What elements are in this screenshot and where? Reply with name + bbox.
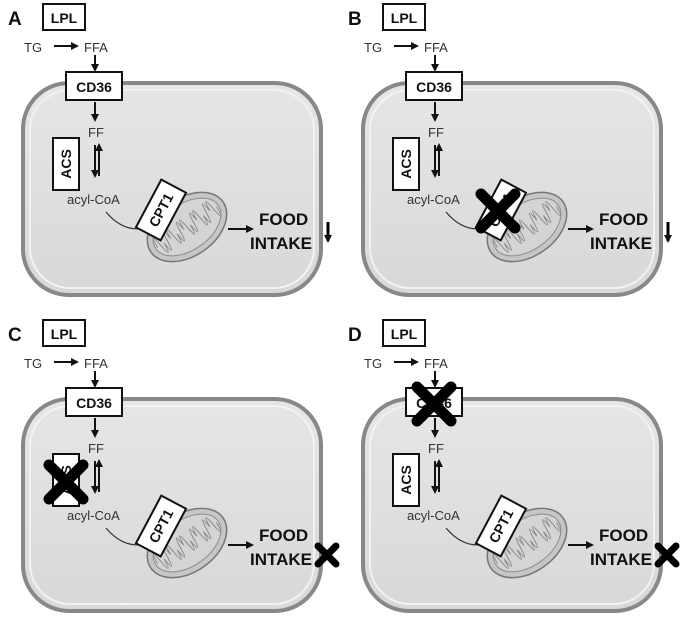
lpl-label: LPL	[391, 10, 418, 26]
lpl-box	[42, 3, 86, 31]
tg-label: TG	[24, 40, 42, 55]
cell-highlight	[29, 405, 315, 605]
mito-cristae	[492, 517, 562, 569]
acs-box	[392, 137, 420, 191]
cd36-label: CD36	[76, 395, 112, 411]
mito-cristae	[152, 517, 222, 569]
intake-label: INTAKE	[250, 550, 312, 569]
acs-label: ACS	[398, 149, 414, 179]
food-label: FOOD	[259, 526, 308, 545]
mito-cristae	[492, 201, 562, 253]
tg-label: TG	[364, 40, 382, 55]
ffa-label: FFA	[424, 356, 448, 371]
ffa-label: FFA	[424, 40, 448, 55]
cd36-label: CD36	[76, 79, 112, 95]
food-label: FOOD	[599, 526, 648, 545]
cell-highlight	[29, 89, 315, 289]
acs-box	[392, 453, 420, 507]
no-effect-stroke-2	[314, 542, 340, 568]
acs-box	[52, 137, 80, 191]
acs-blocked-x-stroke-2	[43, 459, 89, 505]
cpt1-box	[134, 494, 188, 558]
acs-label: ACS	[58, 149, 74, 179]
panel-label: C	[8, 325, 22, 346]
ff-label: FF	[88, 441, 104, 456]
acyl-coa-label: acyl-CoA	[407, 192, 460, 207]
lpl-label: LPL	[51, 326, 78, 342]
food-label: FOOD	[259, 210, 308, 229]
lpl-label: LPL	[51, 10, 78, 26]
panel-label: B	[348, 9, 362, 30]
ffa-label: FFA	[84, 356, 108, 371]
food-intake-no-effect-mark	[654, 542, 680, 568]
acyl-coa-label: acyl-CoA	[67, 192, 120, 207]
intake-label: INTAKE	[590, 550, 652, 569]
cd36-blocked-x	[411, 381, 457, 427]
cpt1-blocked-x	[475, 188, 521, 234]
cd36-blocked-x-stroke-2	[411, 381, 457, 427]
cd36-label: CD36	[416, 79, 452, 95]
food-intake-no-effect-mark	[314, 542, 340, 568]
ff-label: FF	[428, 125, 444, 140]
panel-label: D	[348, 325, 362, 346]
cell-highlight	[369, 89, 655, 289]
mito-cristae	[152, 201, 222, 253]
food-label: FOOD	[599, 210, 648, 229]
tg-label: TG	[364, 356, 382, 371]
cd36-box	[405, 71, 463, 101]
intake-label: INTAKE	[250, 234, 312, 253]
ff-label: FF	[88, 125, 104, 140]
cpt1-blocked-x-stroke-2	[475, 188, 521, 234]
cpt1-box	[134, 178, 188, 242]
lpl-label: LPL	[391, 326, 418, 342]
no-effect-stroke-2	[654, 542, 680, 568]
ffa-label: FFA	[84, 40, 108, 55]
intake-label: INTAKE	[590, 234, 652, 253]
lpl-box	[382, 3, 426, 31]
panel-label: A	[8, 9, 22, 30]
cd36-box	[65, 71, 123, 101]
ff-label: FF	[428, 441, 444, 456]
lpl-box	[42, 319, 86, 347]
cd36-box	[65, 387, 123, 417]
acyl-coa-label: acyl-CoA	[67, 508, 120, 523]
lpl-box	[382, 319, 426, 347]
acyl-coa-label: acyl-CoA	[407, 508, 460, 523]
tg-label: TG	[24, 356, 42, 371]
acs-label: ACS	[398, 465, 414, 495]
cpt1-box	[474, 494, 528, 558]
cell-highlight	[369, 405, 655, 605]
acs-blocked-x	[43, 459, 89, 505]
